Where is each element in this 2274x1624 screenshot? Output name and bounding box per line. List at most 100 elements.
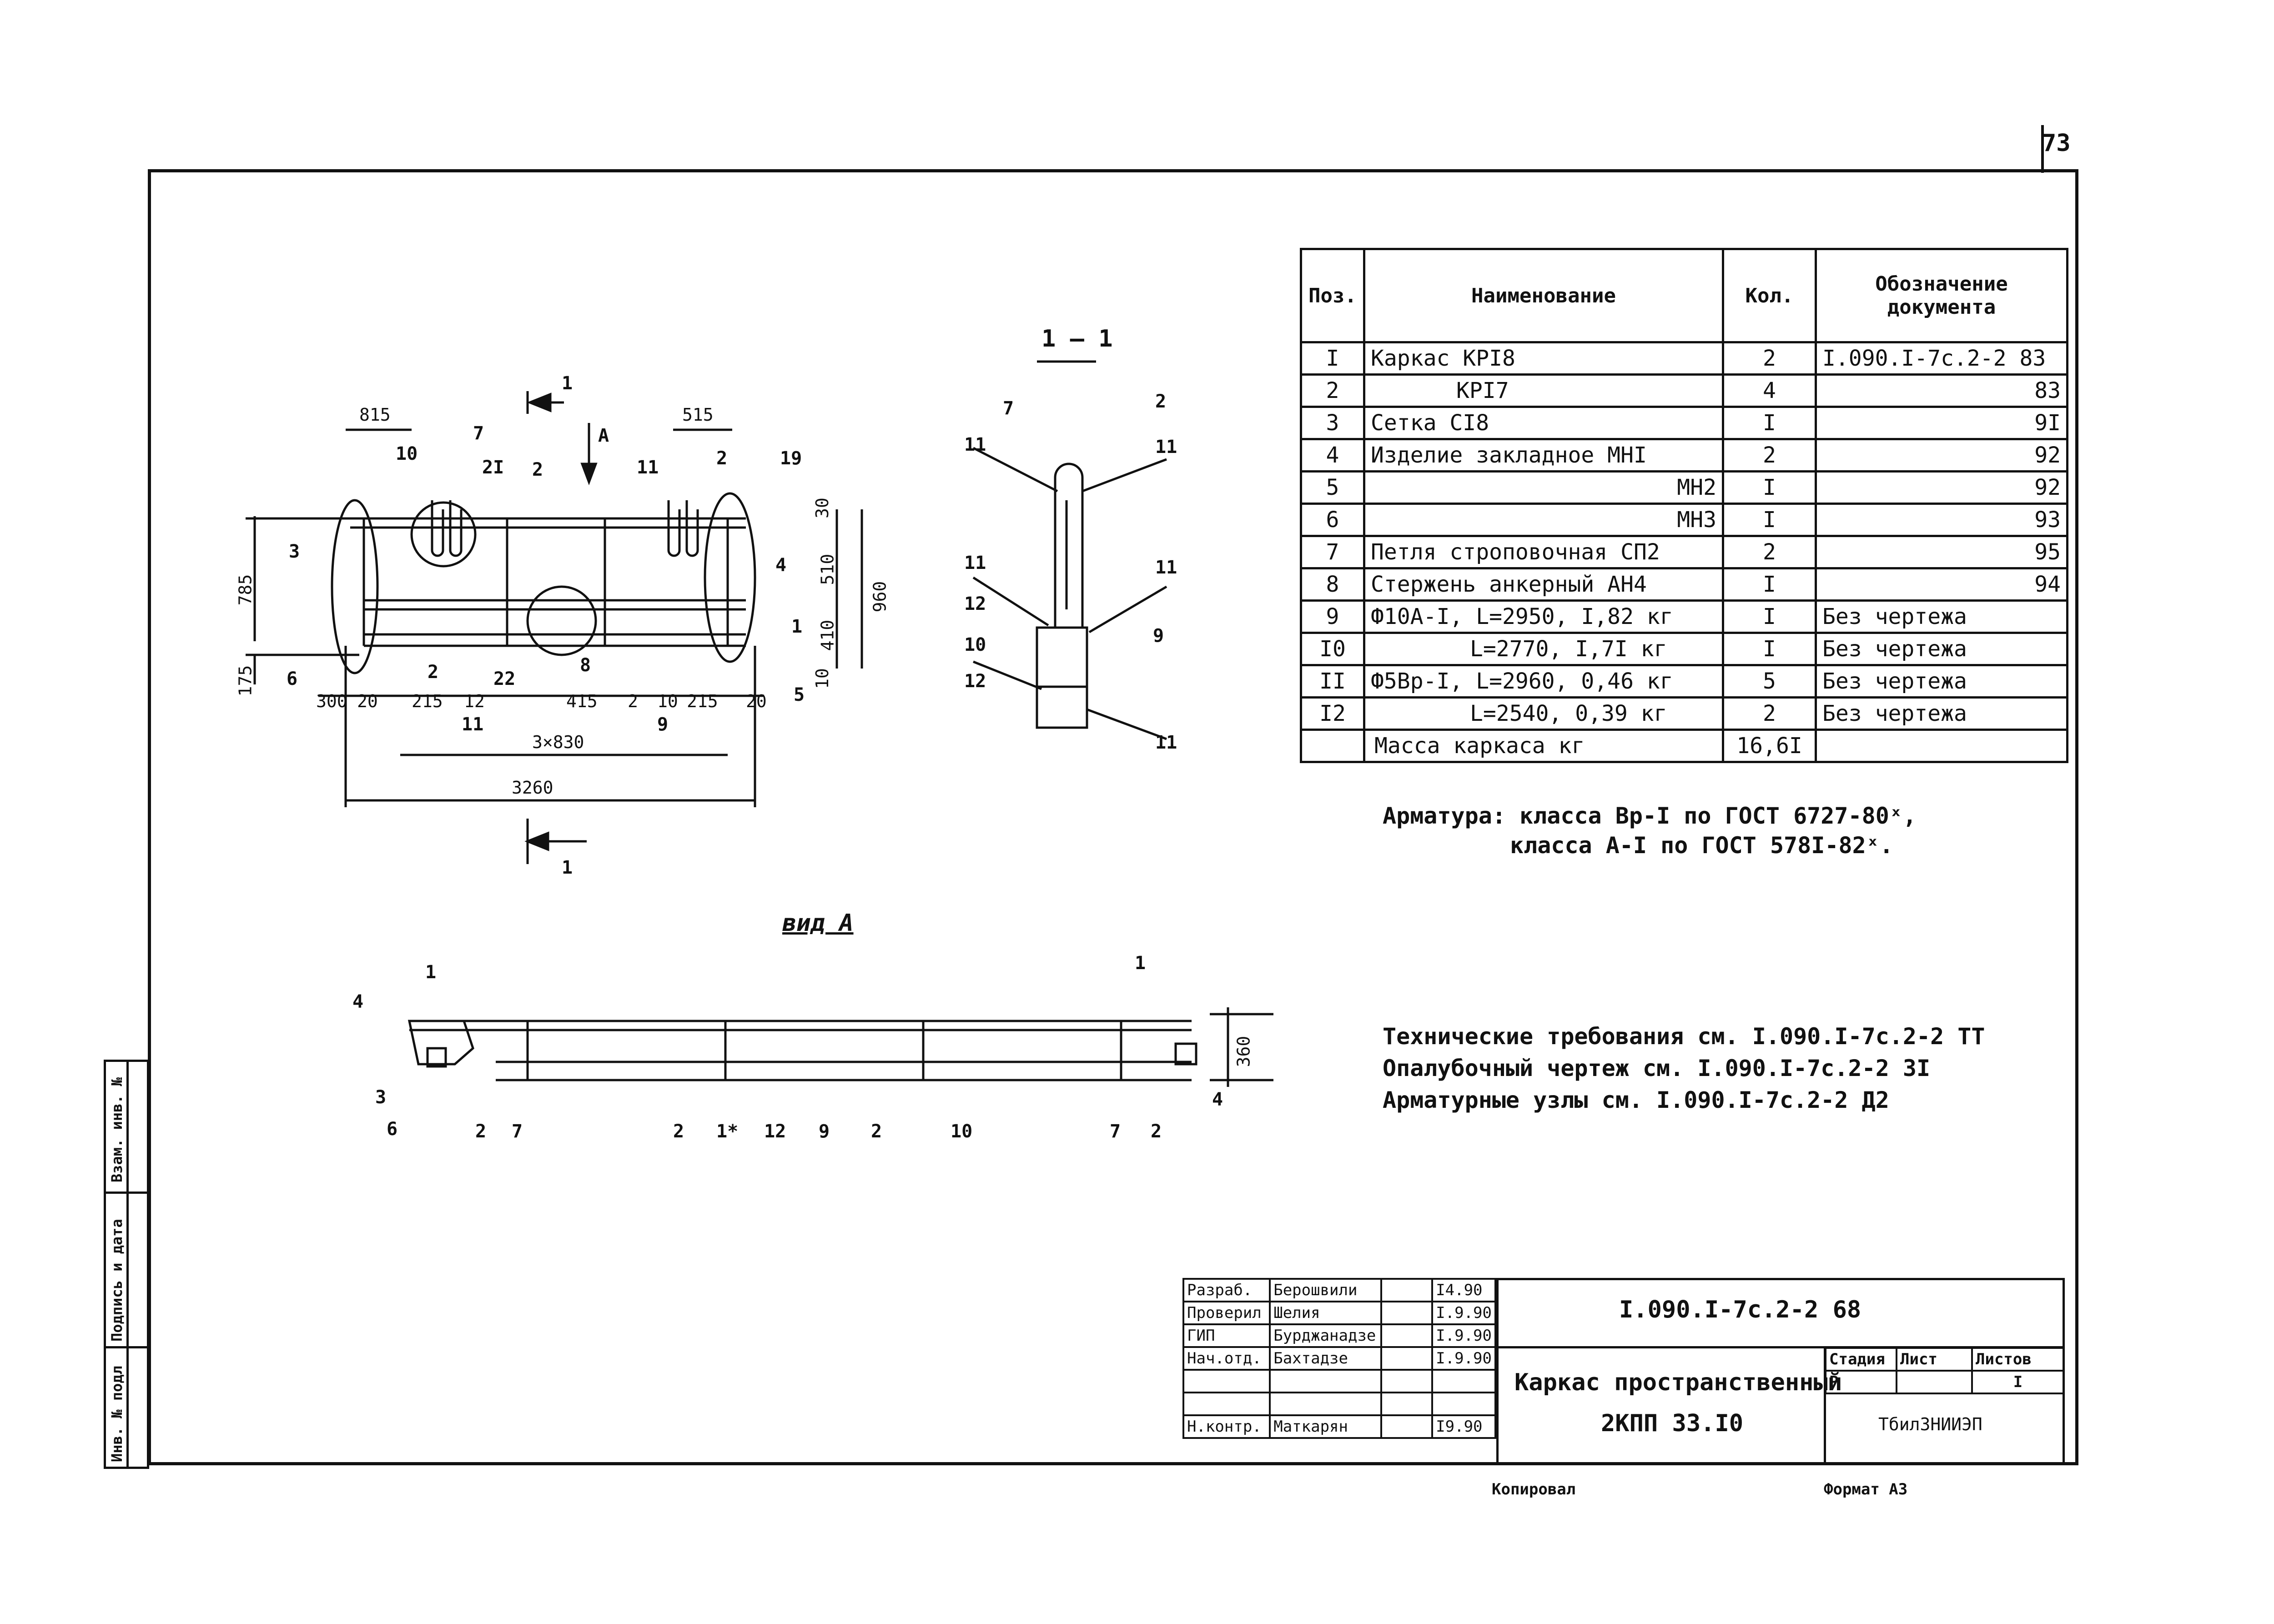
tb-role: Разраб. (1182, 1278, 1271, 1302)
view-label: 2 (475, 1121, 487, 1142)
spec-pos: I0 (1300, 632, 1365, 666)
spec-name: Ф10А-I, L=2950, I,82 кг (1363, 599, 1724, 634)
drawing-frame (148, 169, 2078, 1465)
spec-pos: 5 (1300, 470, 1365, 505)
view-label: 7 (512, 1121, 523, 1142)
spec-qty: 2 (1722, 438, 1817, 473)
section-label: 12 (964, 671, 986, 692)
spec-doc: Без чертежа (1815, 664, 2068, 699)
spec-name: Ф5Вр-I, L=2960, 0,46 кг (1363, 664, 1724, 699)
note-tech-1: Технические требования см. I.090.I-7с.2-… (1383, 1023, 1985, 1050)
dim-bottom: 415 (566, 691, 598, 711)
tb-signature (1380, 1346, 1434, 1371)
table-row (1182, 1392, 1496, 1416)
section-label: 7 (1003, 398, 1014, 419)
spec-doc: Без чертежа (1815, 599, 2068, 634)
spec-name: L=2770, I,7I кг (1363, 632, 1724, 666)
view-label: 2 (1151, 1121, 1162, 1142)
spec-name: МН3 (1363, 503, 1724, 537)
spec-header-qty: Кол. (1722, 248, 1817, 343)
view-a-title: вид А (782, 910, 854, 937)
note-tech-3: Арматурные узлы см. I.090.I-7с.2-2 Д2 (1383, 1087, 1889, 1113)
spec-qty: I (1722, 567, 1817, 602)
drawing-title: Каркас пространственный (1514, 1369, 1842, 1396)
spec-header-name: Наименование (1363, 248, 1724, 343)
dim-bottom: 12 (464, 691, 485, 711)
spec-pos: 7 (1300, 535, 1365, 569)
spec-header-row: Поз. Наименование Кол. Обозначение докум… (1300, 248, 2068, 343)
tb-role: Н.контр. (1182, 1414, 1271, 1439)
spec-pos: 2 (1300, 373, 1365, 408)
tb-name: Бахтадзе (1269, 1346, 1382, 1371)
spec-qty: I (1722, 470, 1817, 505)
tb-name: Берошвили (1269, 1278, 1382, 1302)
tb-role (1182, 1369, 1271, 1393)
tb-sheet (1896, 1370, 1973, 1394)
dim-right-30: 30 (812, 498, 832, 518)
dim-bays: 3×830 (532, 732, 584, 752)
section-label: 12 (964, 593, 986, 614)
view-a (408, 1007, 1273, 1087)
dim-right-510: 510 (817, 553, 838, 585)
dim-bottom: 20 (357, 691, 378, 711)
tb-date (1431, 1392, 1496, 1416)
dim-top-right: 515 (682, 405, 714, 425)
spec-doc: 83 (1815, 373, 2068, 408)
dim-left-175: 175 (235, 665, 256, 697)
section-label: 11 (1155, 557, 1177, 578)
spec-doc: 94 (1815, 567, 2068, 602)
tb-stage: Р (1825, 1370, 1897, 1394)
section-label: 11 (1155, 732, 1177, 753)
spec-qty: 2 (1722, 341, 1817, 376)
dim-right-410: 410 (817, 619, 838, 651)
title-block-divider (1824, 1346, 1826, 1464)
view-label: 4 (1212, 1089, 1223, 1110)
dim-bottom: 20 (746, 691, 767, 711)
dim-bottom: 215 (412, 691, 443, 711)
tb-name: Бурджанадзе (1269, 1323, 1382, 1348)
tb-date (1431, 1369, 1496, 1393)
spec-name: КРI7 (1363, 373, 1724, 408)
drawing-mark: 2КПП 33.I0 (1601, 1410, 1744, 1437)
spec-pos: 6 (1300, 503, 1365, 537)
spec-pos: 9 (1300, 599, 1365, 634)
plan-label: 2I (482, 457, 504, 478)
view-label: 10 (951, 1121, 973, 1142)
tb-stage-header: Стадия (1825, 1347, 1897, 1372)
spec-mass-doc (1815, 729, 2068, 763)
spec-name: L=2540, 0,39 кг (1363, 696, 1724, 731)
plan-label: 7 (473, 423, 484, 444)
tb-role: Проверил (1182, 1301, 1271, 1325)
note-armature-2: класса А-I по ГОСТ 578I-82ˣ. (1510, 832, 1893, 859)
spec-pos: I2 (1300, 696, 1365, 731)
section-view (972, 360, 1167, 740)
organization: ТбилЗНИИЭП (1878, 1414, 1982, 1434)
spec-qty: I (1722, 406, 1817, 440)
tb-name (1269, 1369, 1382, 1393)
view-label: 2 (673, 1121, 684, 1142)
dim-bottom: 215 (687, 691, 718, 711)
spec-pos: 4 (1300, 438, 1365, 473)
tb-sheets-header: Листов (1971, 1347, 2065, 1372)
view-label: 12 (764, 1121, 786, 1142)
spec-pos: I (1300, 341, 1365, 376)
table-row (1182, 1369, 1496, 1393)
spec-name: Каркас КРI8 (1363, 341, 1724, 376)
spec-mass-blank (1300, 729, 1364, 763)
view-label: 7 (1110, 1121, 1121, 1142)
plan-label: 3 (289, 541, 300, 562)
tb-sheets: I (1971, 1370, 2065, 1394)
view-label: 3 (375, 1087, 387, 1108)
plan-label: 11 (637, 457, 659, 478)
plan-label: 4 (775, 555, 787, 576)
tb-signature (1380, 1392, 1434, 1416)
plan-label: 22 (493, 669, 516, 689)
specification-table: Поз. Наименование Кол. Обозначение докум… (1300, 248, 2068, 763)
